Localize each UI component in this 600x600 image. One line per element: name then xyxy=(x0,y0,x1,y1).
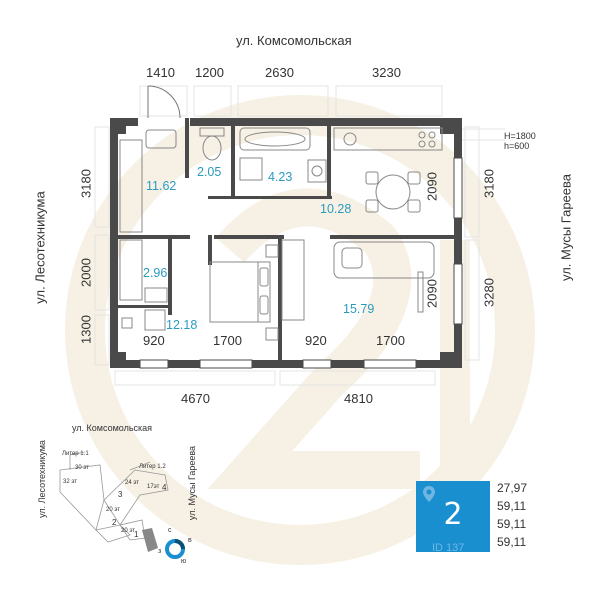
stat-1: 27,97 xyxy=(497,481,528,495)
site-floors-17: 17эт xyxy=(147,484,160,490)
compass-east: в xyxy=(188,537,192,544)
area-bedroom: 12.18 xyxy=(166,318,198,332)
site-section-2: 2 xyxy=(112,518,117,527)
dim-inner-2: 1700 xyxy=(213,333,242,348)
window-height-note: H=1800 h=600 xyxy=(504,131,536,151)
dim-inner-1: 920 xyxy=(143,333,165,348)
dim-inner-3: 920 xyxy=(305,333,327,348)
dim-inner-4: 1700 xyxy=(376,333,405,348)
wall-right xyxy=(454,118,462,368)
window-height-h: h=600 xyxy=(504,141,530,151)
site-liter-1: Литер 1.1 xyxy=(62,451,89,457)
site-section-1: 1 xyxy=(134,530,139,539)
dim-bottom-2: 4810 xyxy=(344,391,373,406)
window-height-H: H=1800 xyxy=(504,131,536,141)
area-bath: 4.23 xyxy=(268,170,293,184)
street-top-label: ул. Комсомольская xyxy=(236,33,352,48)
site-section-4: 4 xyxy=(162,483,167,492)
rooms-badge: 2 ID 137 xyxy=(416,481,490,554)
wall-top-b xyxy=(190,118,456,126)
area-storage: 2.96 xyxy=(143,266,168,280)
site-floors-30: 30 эт xyxy=(75,465,90,471)
stat-4: 59,11 xyxy=(497,535,527,549)
dim-bottom-1: 4670 xyxy=(181,391,210,406)
dim-top-3: 2630 xyxy=(265,65,294,80)
wall-bottom xyxy=(110,360,462,368)
area-hall: 11.62 xyxy=(146,179,177,193)
compass-north: с xyxy=(168,527,172,534)
area-living: 15.79 xyxy=(343,302,375,316)
stat-3: 59,11 xyxy=(497,517,527,531)
site-floors-20b: 20 эт xyxy=(121,528,136,534)
stat-2: 59,11 xyxy=(497,499,527,513)
area-kitchen: 10.28 xyxy=(320,202,352,216)
site-street-top: ул. Комсомольская xyxy=(72,423,153,433)
site-section-3: 3 xyxy=(118,490,123,499)
map-pin-icon xyxy=(423,486,435,502)
dim-top-2: 1200 xyxy=(195,65,224,80)
compass-south: ю xyxy=(181,558,187,565)
apartment-id: ID 137 xyxy=(432,542,465,554)
site-floors-24: 24 эт xyxy=(125,480,140,486)
area-wc: 2.05 xyxy=(197,165,222,179)
dim-top-1: 1410 xyxy=(146,65,175,80)
rooms-count: 2 xyxy=(443,497,463,532)
site-floors-20a: 20 эт xyxy=(106,507,121,513)
site-floors-32: 32 эт xyxy=(63,479,78,485)
wall-left xyxy=(110,118,118,368)
compass-west: з xyxy=(158,548,162,555)
dim-top-4: 3230 xyxy=(372,65,401,80)
site-liter-2: Литер 1.2 xyxy=(139,464,166,470)
